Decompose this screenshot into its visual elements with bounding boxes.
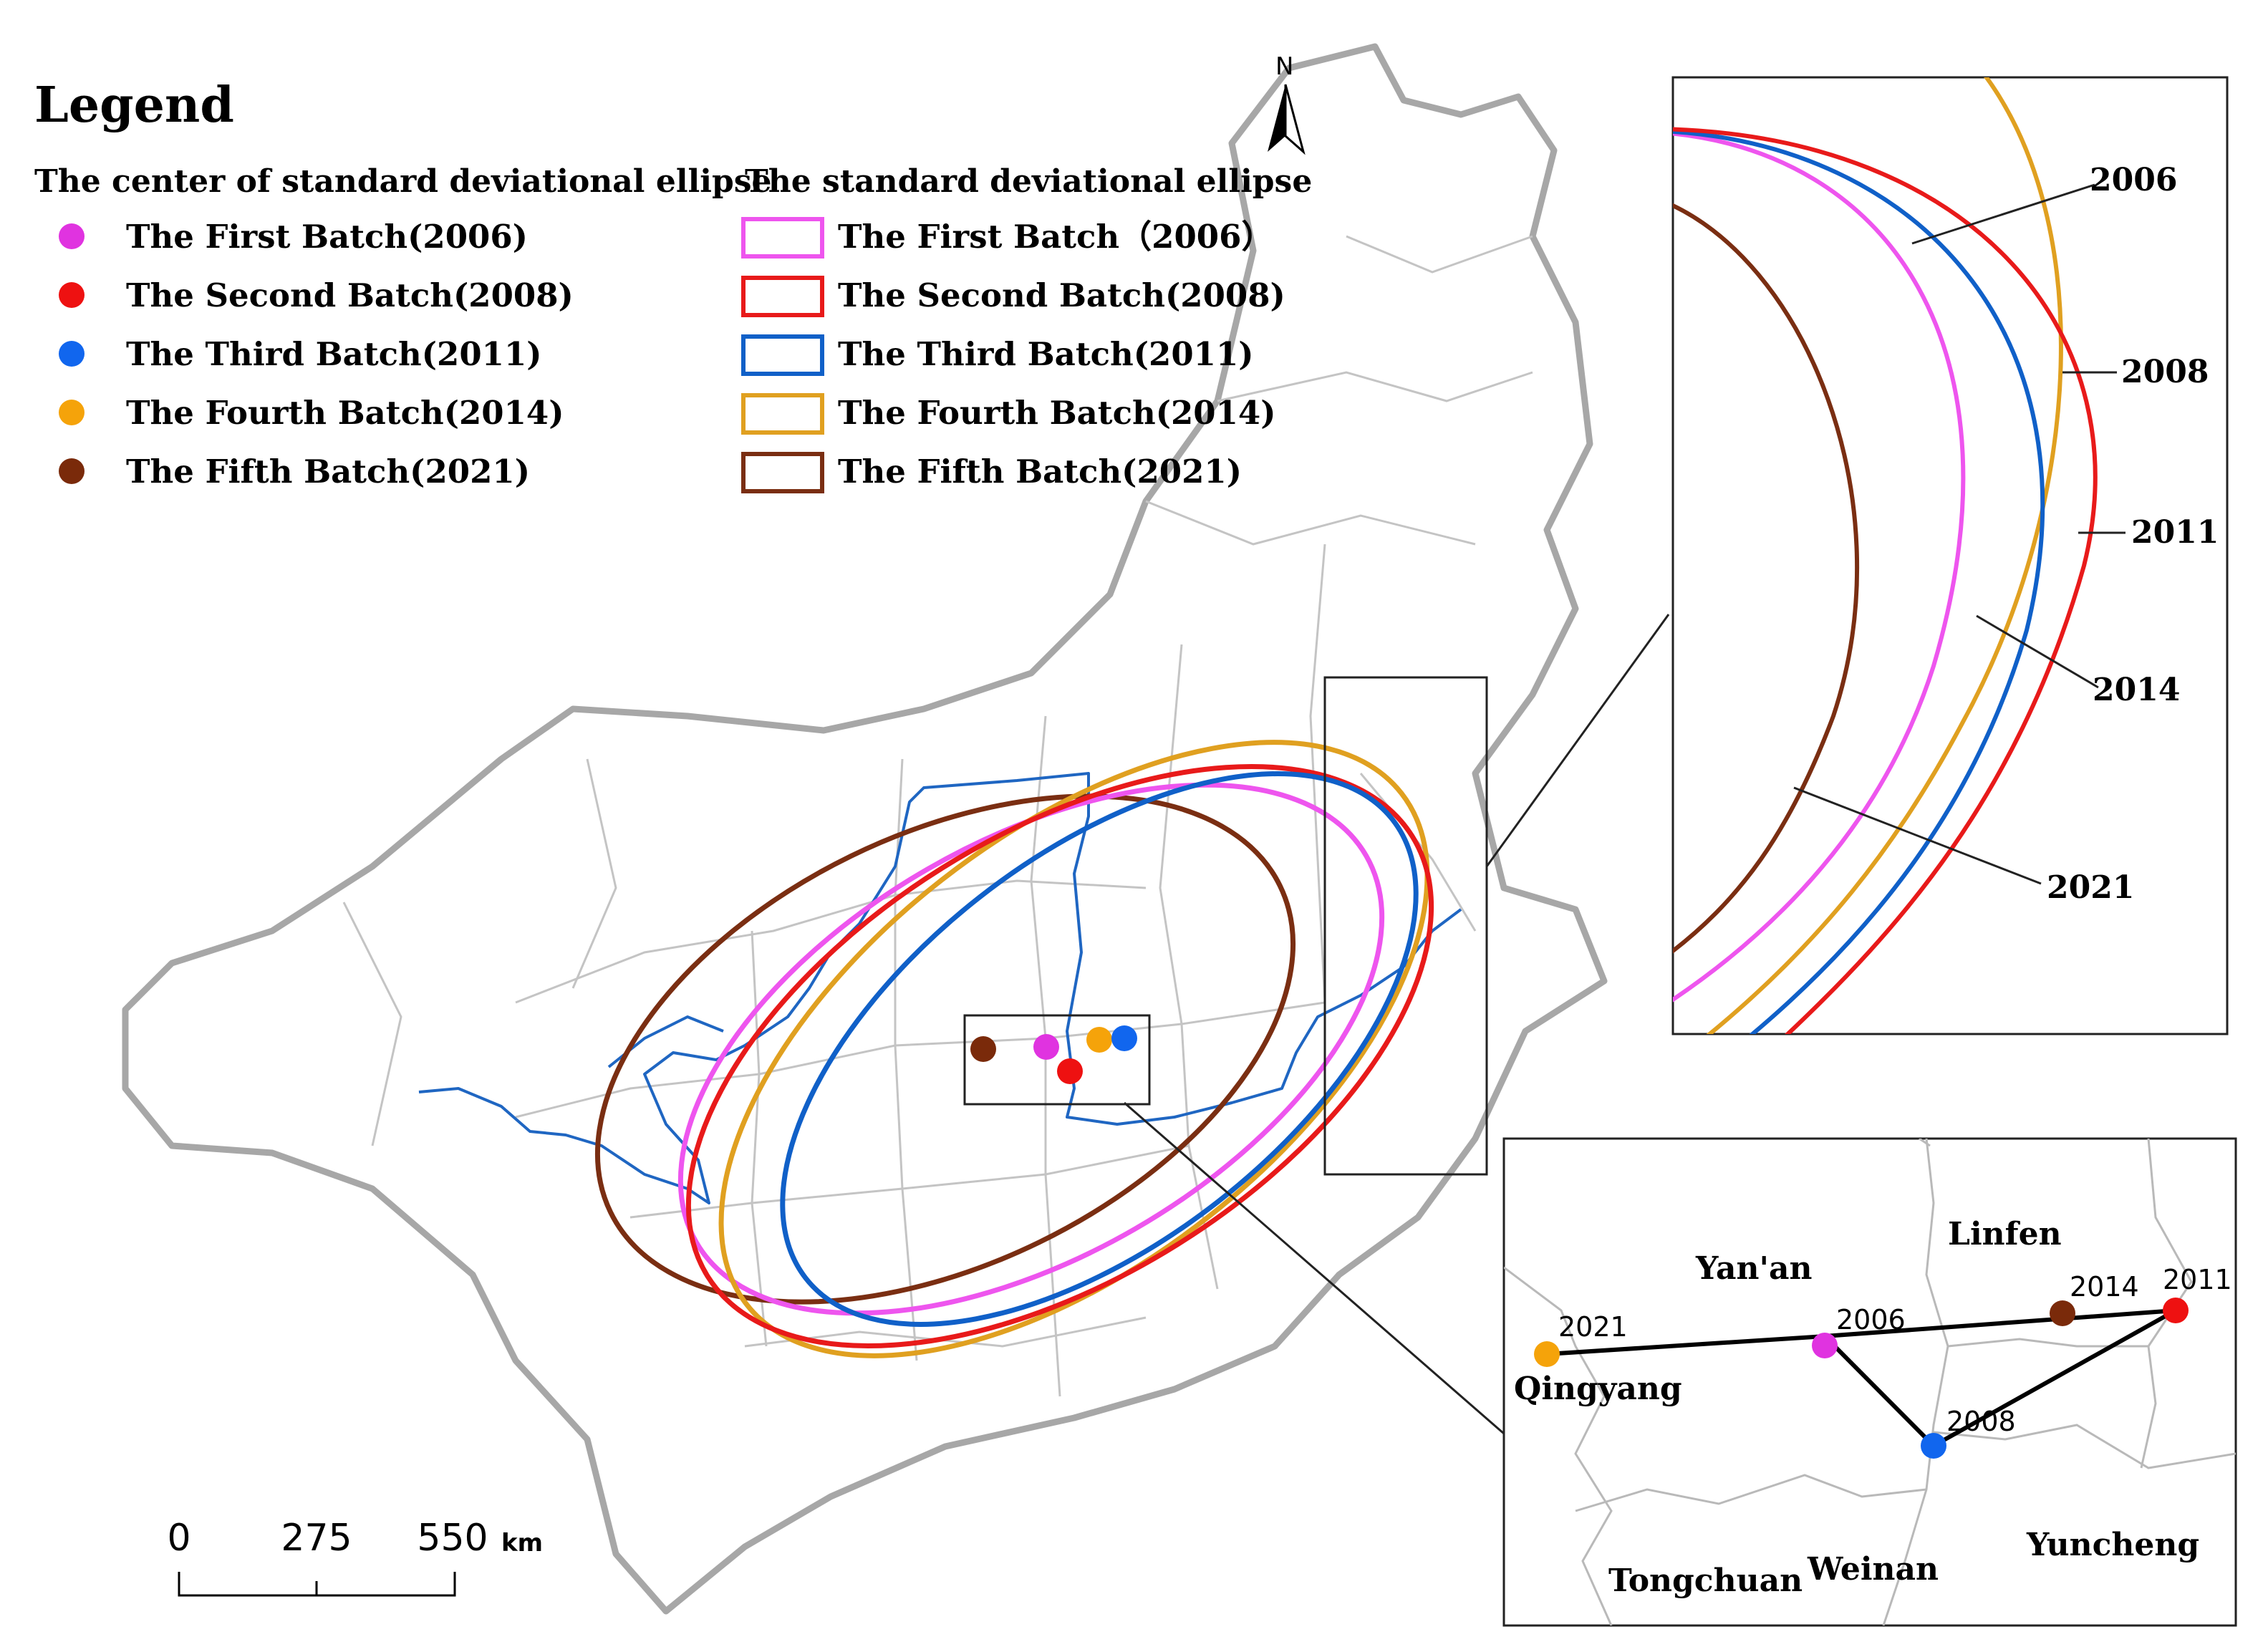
ellipse-zoom-frame [1671, 76, 2229, 1035]
north-label: N [1275, 52, 1293, 81]
trajectory-point-2006 [1812, 1333, 1838, 1358]
city-yuncheng: Yuncheng [2026, 1527, 2199, 1563]
ellipses [594, 740, 1434, 1358]
city-weinan: Weinan [1807, 1551, 1939, 1588]
city-linfen: Linfen [1948, 1216, 2062, 1252]
legend-center-label-2006: The First Batch(2006) [126, 218, 528, 256]
trajectory-year-2021: 2021 [1558, 1311, 1628, 1343]
center-point-2008 [1057, 1058, 1083, 1084]
scale-tick-275: 275 [281, 1517, 352, 1560]
scale-bar: 0 275 550 km [167, 1517, 543, 1597]
legend-center-label-2021: The Fifth Batch(2021) [126, 453, 530, 491]
center-point-2011 [1111, 1025, 1137, 1051]
center-zoom-inset: 2021 2006 2008 2014 2011 Linfen Yan'an Q… [1502, 1137, 2237, 1627]
ellipse-2006 [677, 782, 1385, 1316]
legend-center-swatch-2006 [59, 223, 85, 249]
scale-unit: km [501, 1529, 543, 1557]
zoom-arc-2014 [1706, 77, 2063, 1034]
legend-center-swatch-2021 [59, 458, 85, 484]
trajectory-point-2011 [2163, 1298, 2189, 1323]
legend-title: Legend [34, 77, 234, 134]
legend-ellipse-swatch-2008 [741, 276, 824, 317]
legend-center-label-2014: The Fourth Batch(2014) [126, 394, 564, 432]
legend-center-swatch-2011 [59, 341, 85, 367]
zoom-arc-2006 [1673, 131, 1966, 1003]
scale-tick-550: 550 [417, 1517, 488, 1560]
region-outline [122, 43, 1608, 1615]
center-point-2021 [970, 1036, 996, 1062]
legend-center-label-2008: The Second Batch(2008) [126, 276, 574, 314]
zoom-year-2011: 2011 [2131, 514, 2219, 551]
zoom-arc-2011 [1673, 130, 2045, 1034]
legend-ellipse-swatch-2014 [741, 393, 824, 435]
trajectory-year-2006: 2006 [1836, 1304, 1906, 1335]
zoom-arc-2021 [1673, 203, 1860, 954]
legend-ellipse-swatch-2011 [741, 334, 824, 376]
legend-ellipse-label-2008: The Second Batch(2008) [838, 276, 1285, 314]
ellipse-zoom-inset: 2006 2008 2011 2014 2021 [1671, 76, 2229, 1035]
scale-tick-0: 0 [167, 1517, 190, 1560]
zoom-year-2008: 2008 [2121, 354, 2209, 390]
zoom-indicators [963, 614, 1670, 1435]
legend-ellipse-label-2011: The Third Batch(2011) [838, 335, 1254, 373]
trajectory-year-2011: 2011 [2163, 1264, 2232, 1295]
trajectory-point-2014 [2050, 1300, 2075, 1326]
legend-ellipse-heading: The standard deviational ellipse [745, 163, 1312, 200]
legend-center-swatch-2014 [59, 400, 85, 425]
main-center-points [970, 1025, 1137, 1084]
legend-center-heading: The center of standard deviational ellip… [34, 163, 772, 200]
trajectory-year-2008: 2008 [1946, 1406, 2016, 1437]
scale-bar-line [178, 1572, 456, 1597]
trajectory-year-2014: 2014 [2070, 1271, 2139, 1303]
legend-ellipse-swatch-2006 [741, 217, 824, 259]
legend: Legend The center of standard deviationa… [34, 77, 1312, 493]
zoom-year-2014: 2014 [2093, 672, 2180, 708]
ellipse-zoom-box [1323, 676, 1488, 1176]
legend-ellipse-label-2006: The First Batch（2006） [838, 218, 1273, 256]
zoom-year-2006: 2006 [2090, 162, 2177, 198]
north-arrow-icon [1268, 84, 1285, 152]
zoom-year-2021: 2021 [2047, 869, 2134, 906]
legend-ellipse-label-2014: The Fourth Batch(2014) [838, 394, 1276, 432]
center-point-2006 [1033, 1034, 1059, 1060]
center-zoom-box [963, 1014, 1151, 1106]
ellipse-2011 [780, 771, 1419, 1327]
legend-ellipse-label-2021: The Fifth Batch(2021) [838, 453, 1242, 491]
city-yanan: Yan'an [1695, 1250, 1812, 1287]
city-qingyang: Qingyang [1514, 1371, 1682, 1407]
ellipse-2014 [718, 740, 1430, 1358]
legend-center-swatch-2008 [59, 282, 85, 308]
north-arrow: N [1268, 52, 1306, 155]
zoom-arc-2008 [1673, 127, 2098, 1034]
base-map [122, 43, 1608, 1615]
center-point-2014 [1086, 1027, 1112, 1053]
trajectory-point-2008 [1921, 1433, 1946, 1459]
legend-center-label-2011: The Third Batch(2011) [126, 335, 542, 373]
ellipse-2021 [594, 793, 1296, 1305]
city-tongchuan: Tongchuan [1608, 1562, 1803, 1599]
trajectory-point-2021 [1534, 1341, 1560, 1367]
legend-ellipse-swatch-2021 [741, 452, 824, 493]
ellipse-2008 [685, 764, 1434, 1348]
